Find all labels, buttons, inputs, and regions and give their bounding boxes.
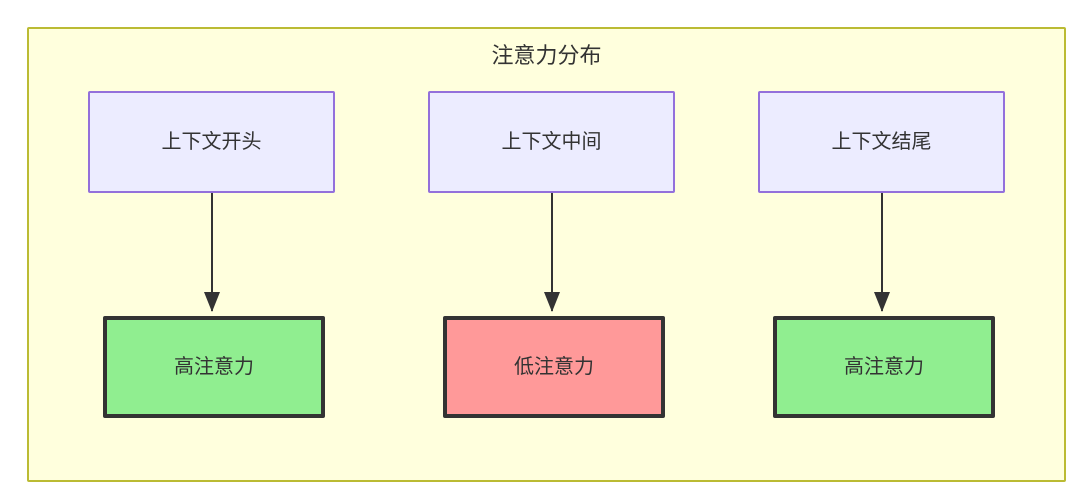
node-context-middle[interactable]: 上下文中间 [428, 91, 675, 193]
node-high-attention-end[interactable]: 高注意力 [773, 316, 995, 418]
node-context-end-label: 上下文结尾 [831, 131, 932, 153]
node-context-start[interactable]: 上下文开头 [88, 91, 335, 193]
node-context-end[interactable]: 上下文结尾 [758, 91, 1005, 193]
node-low-attention-middle-label: 低注意力 [514, 356, 594, 378]
node-high-attention-start[interactable]: 高注意力 [103, 316, 325, 418]
node-high-attention-start-label: 高注意力 [174, 356, 254, 378]
subgraph-title: 注意力分布 [491, 43, 602, 68]
node-context-start-label: 上下文开头 [161, 131, 262, 153]
node-context-middle-label: 上下文中间 [501, 131, 602, 153]
node-high-attention-end-label: 高注意力 [844, 356, 924, 378]
node-low-attention-middle[interactable]: 低注意力 [443, 316, 665, 418]
